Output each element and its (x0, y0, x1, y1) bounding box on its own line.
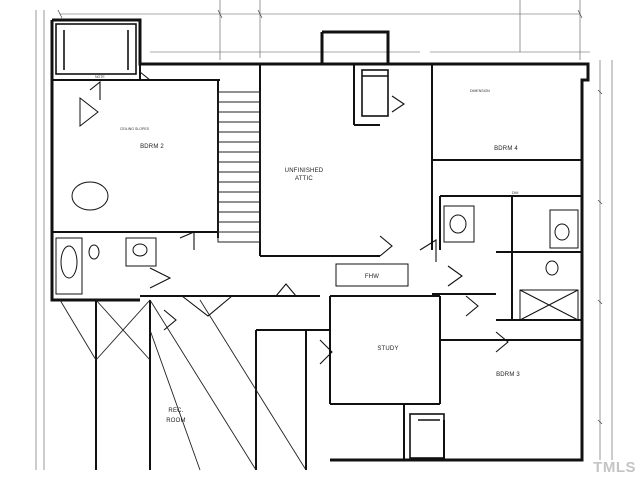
dimension-lines (35, 0, 613, 470)
room-label-attic-line2: ATTIC (295, 176, 313, 182)
ceiling-markers (71, 96, 109, 211)
interior-walls (51, 64, 582, 470)
exterior-walls (50, 18, 590, 462)
door-swings (89, 71, 509, 365)
room-label-study: STUDY (377, 346, 398, 352)
room-label-bdrm3: BDRM 3 (496, 372, 520, 378)
room-label-fhw: FHW (365, 274, 379, 280)
room-label-attic-line1: UNFINISHED (285, 168, 324, 174)
svg-text:NOTE: NOTE (95, 75, 105, 79)
svg-text:DIMENSION: DIMENSION (470, 89, 490, 93)
fixtures (55, 205, 579, 321)
room-label-bdrm2: BDRM 2 (140, 144, 164, 150)
rec-room-roof-lines (59, 299, 307, 471)
closet-shapes (55, 23, 445, 459)
dimension-ticks (57, 9, 603, 425)
room-label-bdrm4: BDRM 4 (494, 146, 518, 152)
watermark: TMLS (593, 459, 636, 476)
svg-text:CEILING SLOPES: CEILING SLOPES (120, 127, 150, 131)
svg-text:DIM: DIM (512, 191, 519, 195)
room-label-rec-line1: REC. (168, 408, 183, 414)
small-annotations: CEILING SLOPES DIMENSION DIM NOTE (95, 75, 519, 195)
room-label-rec-line2: ROOM (166, 418, 185, 424)
stairs (217, 91, 261, 243)
